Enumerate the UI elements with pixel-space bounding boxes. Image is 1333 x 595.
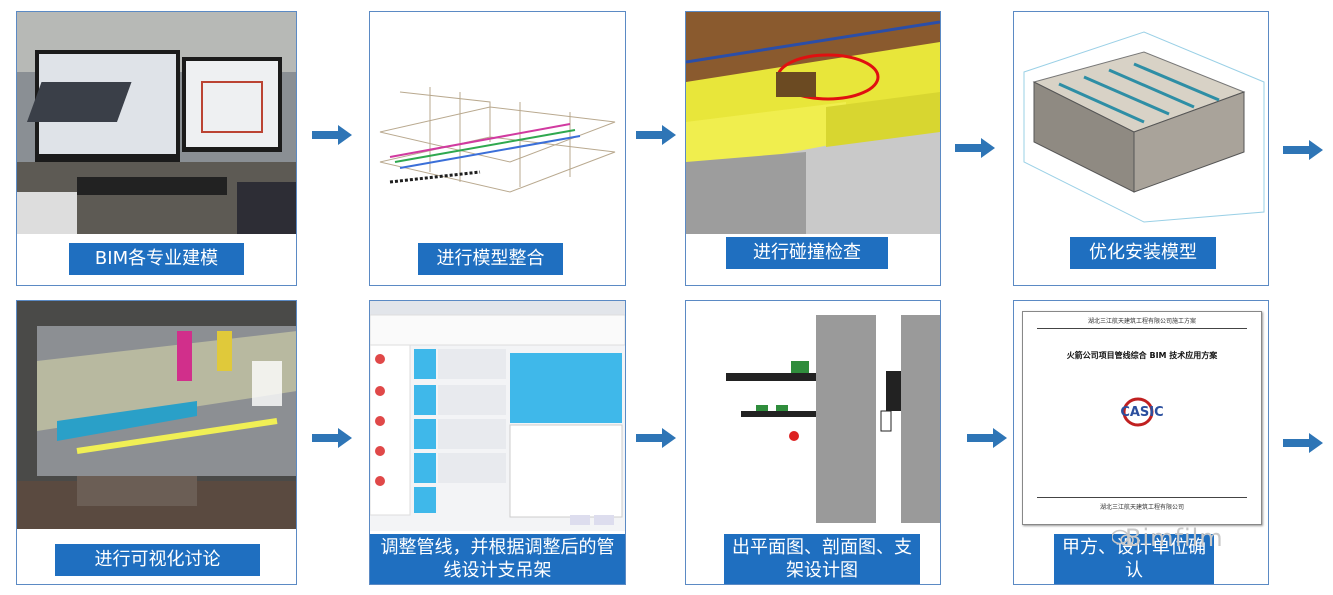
svg-text:CASIC: CASIC xyxy=(1120,405,1163,420)
step-label: 进行碰撞检查 xyxy=(726,237,888,269)
step-card-1: BIM各专业建模 xyxy=(16,11,297,286)
step-label: 进行可视化讨论 xyxy=(55,544,260,576)
support-design-software-screenshot xyxy=(370,301,625,531)
clash-detection-render xyxy=(686,12,940,234)
step-card-3: 进行碰撞检查 xyxy=(685,11,941,286)
right-arrow-icon xyxy=(967,428,1007,448)
step-card-5: 进行可视化讨论 xyxy=(16,300,297,585)
optimized-model-render xyxy=(1014,12,1268,234)
wechat-icon xyxy=(1112,529,1134,547)
step-label: 优化安装模型 xyxy=(1070,237,1216,269)
step-card-4: 优化安装模型 xyxy=(1013,11,1269,286)
step-card-2: 进行模型整合 xyxy=(369,11,626,286)
right-arrow-icon xyxy=(312,125,352,145)
step-label: 出平面图、剖面图、支架设计图 xyxy=(724,534,920,584)
step-label: 调整管线，并根据调整后的管线设计支吊架 xyxy=(370,534,625,584)
casic-logo-icon: CASIC xyxy=(1102,390,1182,430)
integrated-model-render xyxy=(370,12,625,234)
step-label: BIM各专业建模 xyxy=(69,243,244,275)
right-arrow-icon xyxy=(636,125,676,145)
document-cover: 湖北三江航天建筑工程有限公司施工方案 火箭公司项目管线综合 BIM 技术应用方案… xyxy=(1022,311,1262,525)
right-arrow-icon xyxy=(636,428,676,448)
right-arrow-icon xyxy=(955,138,995,158)
right-arrow-icon xyxy=(1283,433,1323,453)
step-card-8: 湖北三江航天建筑工程有限公司施工方案 火箭公司项目管线综合 BIM 技术应用方案… xyxy=(1013,300,1269,585)
step-card-7: 出平面图、剖面图、支架设计图 xyxy=(685,300,941,585)
step-label: 甲方、设计单位确认 xyxy=(1054,534,1214,584)
section-drawing xyxy=(686,301,940,523)
video-wall-photo xyxy=(17,301,296,529)
right-arrow-icon xyxy=(1283,140,1323,160)
step-label: 进行模型整合 xyxy=(418,243,563,275)
document-footer: 湖北三江航天建筑工程有限公司 xyxy=(1099,504,1184,511)
office-workstation-photo xyxy=(17,12,296,234)
document-title: 火箭公司项目管线综合 BIM 技术应用方案 xyxy=(1066,351,1218,360)
step-card-6: 调整管线，并根据调整后的管线设计支吊架 xyxy=(369,300,626,585)
watermark-text: Bimfilm xyxy=(1125,524,1224,552)
right-arrow-icon xyxy=(312,428,352,448)
document-header: 湖北三江航天建筑工程有限公司施工方案 xyxy=(1087,318,1196,325)
